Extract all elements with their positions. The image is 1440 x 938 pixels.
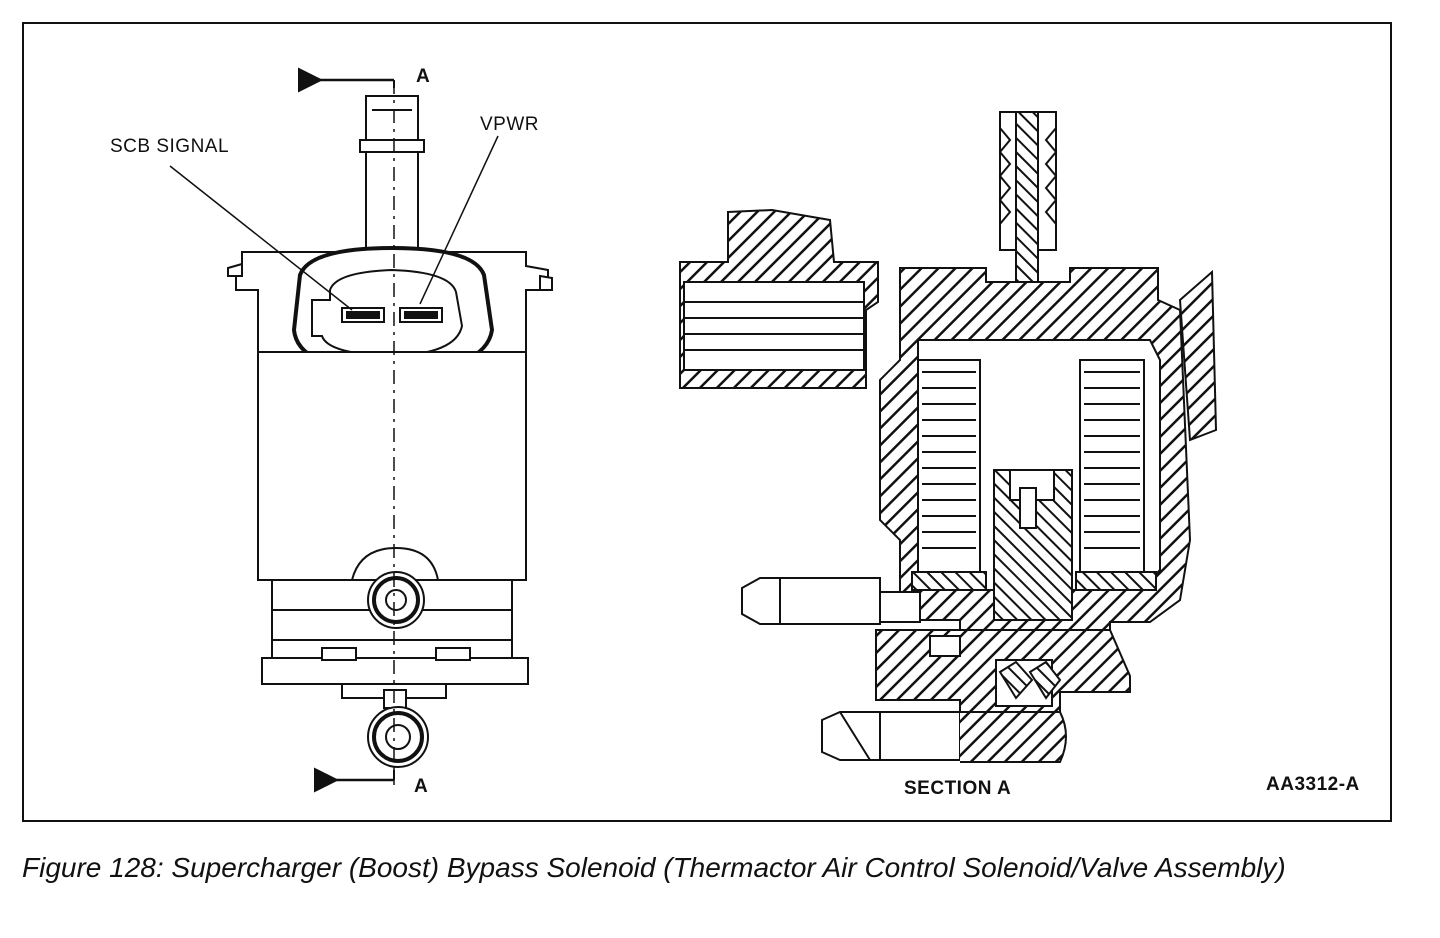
- lower-body: [261, 546, 529, 699]
- bottom-port: [367, 689, 429, 768]
- figure-caption: Figure 128: Supercharger (Boost) Bypass …: [22, 852, 1412, 884]
- connector-outline: [291, 245, 495, 377]
- caption-text: Supercharger (Boost) Bypass Solenoid (Th…: [171, 852, 1286, 883]
- external-view: [169, 67, 553, 793]
- section-side-tab: [1178, 269, 1218, 442]
- scb-signal-leader: [169, 165, 353, 311]
- vpwr-leader: [419, 135, 499, 305]
- section-arrow-bottom: [314, 767, 395, 793]
- right-coil-windings: [1084, 371, 1140, 549]
- section-bottom-port: [821, 711, 1067, 763]
- scb-signal-label: SCB SIGNAL: [110, 136, 230, 157]
- section-marker-bottom: A: [414, 776, 429, 797]
- main-body: [257, 351, 527, 581]
- vpwr-label: VPWR: [480, 114, 539, 135]
- section-arrow-top: [298, 67, 395, 93]
- caption-number: Figure 128:: [22, 852, 164, 883]
- drawing-id: AA3312-A: [1266, 774, 1360, 795]
- section-title: SECTION A: [904, 778, 1012, 799]
- section-housing: [879, 267, 1192, 701]
- section-view: [679, 111, 1218, 763]
- left-coil-windings: [922, 371, 976, 549]
- section-connector: [679, 208, 879, 389]
- top-port: [359, 95, 425, 251]
- section-marker-top: A: [416, 66, 431, 87]
- section-side-port: [741, 577, 921, 625]
- section-valve-lower: [875, 629, 1131, 741]
